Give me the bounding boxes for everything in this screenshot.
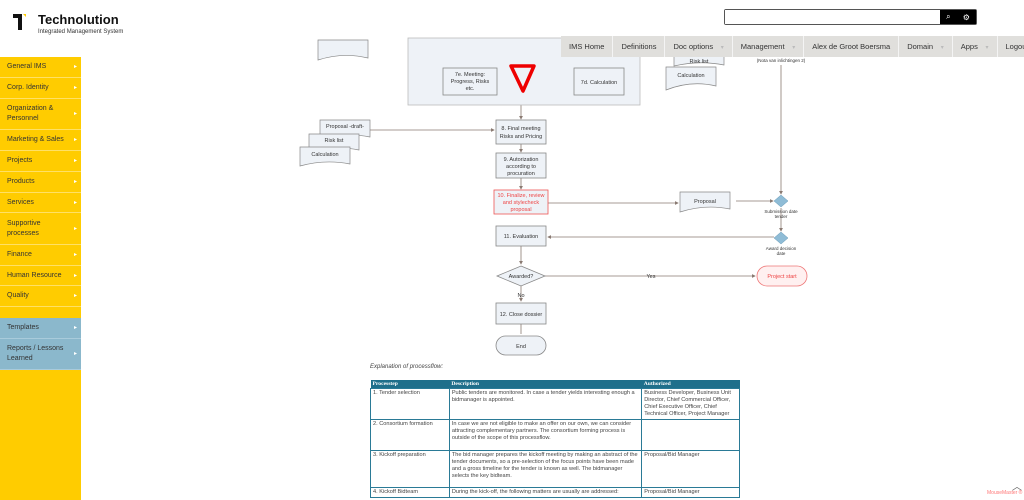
doc-calculation-top: Calculation — [665, 66, 717, 91]
step-11[interactable]: 11. Evaluation — [495, 225, 547, 247]
gear-icon[interactable]: ⚙ — [962, 12, 970, 22]
cell: Proposal/Bid Manager — [641, 487, 740, 498]
cell: Public tenders are monitored. In case a … — [448, 388, 643, 420]
search-icon[interactable]: ⌕ — [946, 12, 951, 21]
svg-text:and stylecheck: and stylecheck — [503, 200, 540, 206]
nav-domain[interactable]: Domain — [899, 36, 953, 57]
logo-mark-icon — [13, 14, 26, 30]
step-7d[interactable]: 7d. Calculation — [573, 67, 625, 96]
svg-text:Award decision: Award decision — [766, 246, 797, 251]
cell: 3. Kickoff preparation — [370, 450, 450, 488]
step-7e-label: 7e. Meeting: — [455, 72, 486, 78]
svg-text:Calculation: Calculation — [677, 73, 704, 79]
nav-doc-options[interactable]: Doc options — [665, 36, 733, 57]
svg-text:Proposal: Proposal — [694, 199, 716, 205]
nav-management[interactable]: Management — [733, 36, 805, 57]
brand-name: Technolution — [38, 12, 119, 27]
sidebar-item-reports[interactable]: Reports / Lessons Learned — [0, 339, 81, 370]
svg-text:according to: according to — [506, 164, 536, 170]
step-7e-label: etc. — [466, 86, 475, 92]
step-12[interactable]: 12. Close dossier — [495, 302, 547, 325]
col-header: Processtep — [370, 380, 450, 389]
top-doc-fragment — [317, 39, 369, 61]
svg-text:Awarded?: Awarded? — [509, 274, 534, 280]
svg-text:9. Autorization: 9. Autorization — [504, 157, 539, 163]
svg-text:tender: tender — [775, 214, 788, 219]
svg-text:8. Final meeting: 8. Final meeting — [501, 126, 540, 132]
project-start[interactable]: Project start — [756, 265, 808, 287]
explanation-heading: Explanation of processflow: — [370, 364, 444, 370]
svg-text:10. Finalize, review: 10. Finalize, review — [497, 193, 544, 199]
doc-calculation: Calculation — [299, 146, 351, 167]
svg-text:procuration: procuration — [507, 171, 535, 177]
cell: 2. Consortium formation — [370, 419, 450, 451]
nav-definitions[interactable]: Definitions — [613, 36, 666, 57]
brand-subtitle: Integrated Management System — [38, 29, 124, 35]
svg-text:Calculation: Calculation — [311, 152, 338, 158]
mousemaster-label: MouseMaster ® — [987, 490, 1023, 496]
step-7e[interactable]: 7e. Meeting: Progress, Risks etc. — [442, 67, 498, 96]
nav-logout[interactable]: Logout — [998, 36, 1024, 57]
yes-label: Yes — [647, 274, 656, 280]
svg-text:Proposal -draft-: Proposal -draft- — [326, 124, 364, 130]
svg-text:Submission date: Submission date — [764, 209, 798, 214]
col-header: Description — [449, 380, 642, 389]
end-terminal: End — [495, 335, 547, 356]
sidebar-item-quality[interactable]: Quality — [0, 286, 81, 307]
svg-text:Risks and Pricing: Risks and Pricing — [500, 134, 543, 140]
step-7e-label: Progress, Risks — [451, 79, 490, 85]
scroll-to-top-icon[interactable]: ︿ — [1012, 482, 1022, 493]
cell: During the kick-off, the following matte… — [448, 487, 643, 498]
svg-text:Risk list: Risk list — [690, 59, 709, 65]
svg-text:End: End — [516, 344, 526, 350]
decision-awarded[interactable]: Awarded? — [495, 265, 547, 287]
svg-text:date: date — [777, 251, 786, 256]
nav-apps[interactable]: Apps — [953, 36, 998, 57]
svg-text:Risk list: Risk list — [325, 138, 344, 144]
svg-text:11. Evaluation: 11. Evaluation — [504, 234, 538, 240]
svg-text:12. Close dossier: 12. Close dossier — [500, 312, 543, 318]
doc-proposal: Proposal — [679, 191, 731, 213]
cycle-icon — [509, 64, 536, 93]
svg-text:Project start: Project start — [767, 274, 797, 280]
no-label: No — [517, 293, 524, 299]
top-nav: IMS Home Definitions Doc options Managem… — [561, 36, 1024, 57]
logo[interactable]: Technolution Integrated Management Syste… — [13, 12, 123, 36]
nav-ims-home[interactable]: IMS Home — [561, 36, 614, 57]
col-header: Authorized — [641, 380, 740, 389]
sidebar: General IMS Corp. Identity Organization … — [0, 57, 81, 500]
search-input[interactable] — [725, 10, 940, 24]
nota-label: (Nota van inlichtingen 2) — [757, 58, 806, 63]
cell: The bid manager prepares the kickoff mee… — [448, 450, 643, 488]
cell: Proposal/Bid Manager — [641, 450, 740, 488]
cell — [641, 419, 740, 451]
step-7d-label: 7d. Calculation — [581, 80, 617, 86]
cell: Business Developer, Business Unit Direct… — [641, 388, 740, 420]
search-bar: ⌕⚙ — [724, 9, 977, 25]
cell: In case we are not eligible to make an o… — [448, 419, 643, 451]
cell: 1. Tender selection — [370, 388, 450, 420]
svg-text:proposal: proposal — [510, 207, 531, 213]
nav-user[interactable]: Alex de Groot Boersma — [804, 36, 900, 57]
cell: 4. Kickoff Bidteam — [370, 487, 450, 498]
